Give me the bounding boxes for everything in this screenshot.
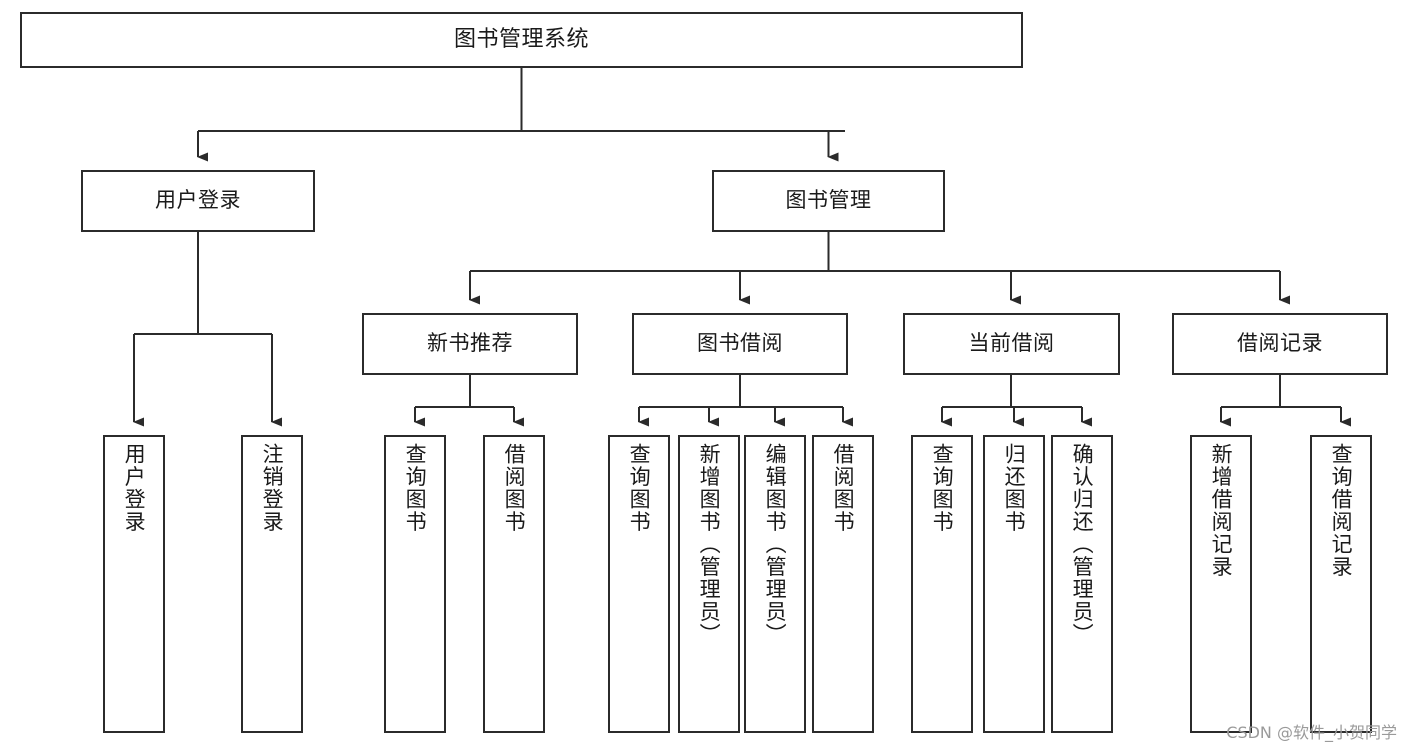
leaf-node-query-borrow-record[interactable]: 查询借阅记录 [1310, 435, 1372, 733]
leaf-node-add-borrow-record-label: 新增借阅记录 [1209, 443, 1234, 578]
node-borrow-record-label: 借阅记录 [1237, 331, 1323, 356]
node-new-book-recommend-label: 新书推荐 [427, 331, 513, 356]
leaf-node-query-borrow-record-label: 查询借阅记录 [1329, 443, 1354, 578]
node-book-borrow-label: 图书借阅 [697, 331, 783, 356]
leaf-node-borrow-book-recommend-label: 借阅图书 [502, 443, 527, 533]
leaf-node-return-book[interactable]: 归还图书 [983, 435, 1045, 733]
node-book-manage[interactable]: 图书管理 [712, 170, 945, 232]
node-borrow-record[interactable]: 借阅记录 [1172, 313, 1388, 375]
leaf-node-logout-label: 注销登录 [260, 443, 285, 533]
leaf-node-logout[interactable]: 注销登录 [241, 435, 303, 733]
node-new-book-recommend[interactable]: 新书推荐 [362, 313, 578, 375]
leaf-node-user-login-label: 用户登录 [122, 443, 147, 533]
leaf-node-query-book-borrow-label: 查询图书 [627, 443, 652, 533]
leaf-node-edit-book-label: 编辑图书（管理员） [763, 443, 788, 646]
leaf-node-query-book-current[interactable]: 查询图书 [911, 435, 973, 733]
node-book-manage-label: 图书管理 [785, 188, 872, 213]
leaf-node-query-book-current-label: 查询图书 [930, 443, 955, 533]
leaf-node-confirm-return[interactable]: 确认归还（管理员） [1051, 435, 1113, 733]
leaf-node-query-book-recommend-label: 查询图书 [403, 443, 428, 533]
leaf-node-edit-book[interactable]: 编辑图书（管理员） [744, 435, 806, 733]
node-current-borrow-label: 当前借阅 [968, 331, 1055, 356]
node-current-borrow[interactable]: 当前借阅 [903, 313, 1120, 375]
leaf-node-confirm-return-label: 确认归还（管理员） [1070, 443, 1095, 646]
leaf-node-return-book-label: 归还图书 [1002, 443, 1027, 533]
leaf-node-add-book[interactable]: 新增图书（管理员） [678, 435, 740, 733]
leaf-node-query-book-recommend[interactable]: 查询图书 [384, 435, 446, 733]
watermark-text: CSDN @软件_小贺同学 [1226, 723, 1397, 742]
leaf-node-query-book-borrow[interactable]: 查询图书 [608, 435, 670, 733]
leaf-node-add-borrow-record[interactable]: 新增借阅记录 [1190, 435, 1252, 733]
node-user-login[interactable]: 用户登录 [81, 170, 315, 232]
node-root-label: 图书管理系统 [453, 26, 589, 52]
leaf-node-add-book-label: 新增图书（管理员） [697, 443, 722, 646]
leaf-node-borrow-book[interactable]: 借阅图书 [812, 435, 874, 733]
leaf-node-borrow-book-recommend[interactable]: 借阅图书 [483, 435, 545, 733]
node-book-borrow[interactable]: 图书借阅 [632, 313, 848, 375]
leaf-node-borrow-book-label: 借阅图书 [831, 443, 856, 533]
node-user-login-label: 用户登录 [155, 188, 241, 213]
node-root[interactable]: 图书管理系统 [20, 12, 1023, 68]
leaf-node-user-login[interactable]: 用户登录 [103, 435, 165, 733]
